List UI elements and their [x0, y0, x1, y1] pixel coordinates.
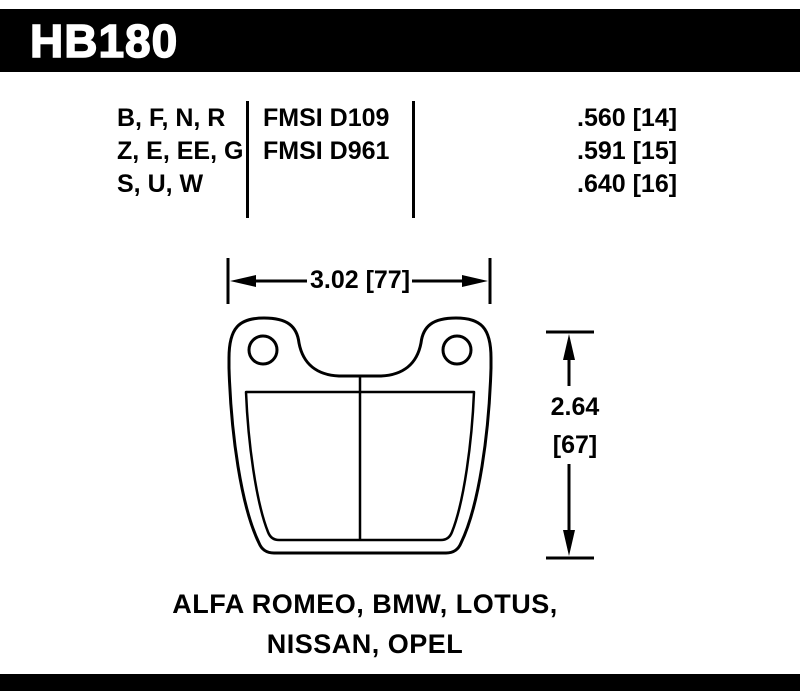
- height-dimension-value: 2.64: [550, 393, 600, 421]
- bottom-bar: [0, 674, 800, 691]
- compound-column: B, F, N, R Z, E, EE, G S, U, W: [117, 102, 243, 201]
- height-dimension-metric: [67]: [552, 431, 598, 459]
- thickness-row: .560 [14]: [577, 104, 678, 132]
- pad-outer-outline: [227, 316, 493, 555]
- arrow-down-icon: [563, 530, 575, 556]
- thickness-column: .560 [14] .591 [15] .640 [16]: [577, 102, 677, 201]
- brake-pad-drawing: [227, 316, 493, 555]
- width-dimension-label: 3.02 [77]: [309, 266, 411, 294]
- thickness-row: .591 [15]: [577, 137, 678, 165]
- compound-row: B, F, N, R: [117, 104, 226, 132]
- table-divider: [412, 101, 415, 218]
- thickness-row: .640 [16]: [577, 170, 678, 198]
- compound-row: S, U, W: [117, 170, 204, 198]
- arrow-left-icon: [230, 275, 256, 287]
- applications-line-1: ALFA ROMEO, BMW, LOTUS,: [172, 589, 558, 619]
- pad-right-mounting-hole: [441, 334, 473, 366]
- arrow-right-icon: [462, 275, 488, 287]
- applications: ALFA ROMEO, BMW, LOTUS, NISSAN, OPEL: [65, 584, 665, 664]
- table-divider: [246, 101, 249, 218]
- applications-line-2: NISSAN, OPEL: [266, 629, 464, 659]
- width-dimension-arrows: [226, 258, 492, 304]
- fmsi-row: FMSI D109: [263, 104, 390, 132]
- fmsi-column: FMSI D109 FMSI D961: [263, 102, 389, 168]
- fmsi-row: FMSI D961: [263, 137, 390, 165]
- pad-inner-outline: [244, 390, 476, 542]
- arrow-up-icon: [563, 334, 575, 360]
- height-dimension-label: 2.64 [67]: [533, 388, 617, 464]
- pad-left-mounting-hole: [247, 334, 279, 366]
- part-number-bar: HB180: [0, 9, 800, 72]
- part-number: HB180: [29, 14, 179, 68]
- compound-row: Z, E, EE, G: [117, 137, 244, 165]
- height-dimension-arrows: [546, 330, 594, 560]
